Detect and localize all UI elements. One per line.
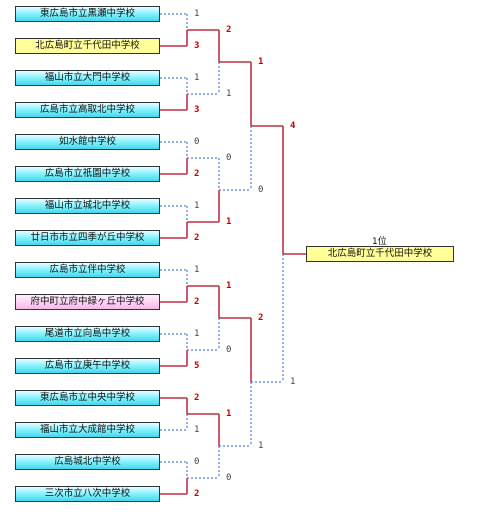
team-box: 福山市立城北中学校	[15, 198, 160, 214]
team-box: 東広島市立中央中学校	[15, 390, 160, 406]
round2-score: 0	[226, 473, 232, 483]
final-score: 1	[290, 377, 296, 387]
champion-title: 1位	[372, 237, 387, 247]
team-box: 福山市立大成館中学校	[15, 422, 160, 438]
team-box: 三次市立八次中学校	[15, 486, 160, 502]
round1-score: 0	[194, 137, 200, 147]
round1-score: 1	[194, 73, 200, 83]
team-box: 尾道市立向島中学校	[15, 326, 160, 342]
team-box: 広島市立高取北中学校	[15, 102, 160, 118]
team-box: 北広島町立千代田中学校	[15, 38, 160, 54]
round2-score: 1	[226, 217, 232, 227]
round1-score: 3	[194, 105, 200, 115]
team-box: 広島市立祇園中学校	[15, 166, 160, 182]
round2-score: 0	[226, 153, 232, 163]
team-box: 福山市立大門中学校	[15, 70, 160, 86]
round1-score: 1	[194, 265, 200, 275]
round2-score: 1	[226, 281, 232, 291]
round1-score: 2	[194, 297, 200, 307]
team-box: 広島市立庚午中学校	[15, 358, 160, 374]
round3-score: 1	[258, 441, 264, 451]
round1-score: 0	[194, 457, 200, 467]
round3-score: 1	[258, 57, 264, 67]
round1-score: 1	[194, 201, 200, 211]
round2-score: 1	[226, 409, 232, 419]
team-box: 府中町立府中緑ヶ丘中学校	[15, 294, 160, 310]
team-box: 廿日市市立四季が丘中学校	[15, 230, 160, 246]
round1-score: 1	[194, 425, 200, 435]
final-score: 4	[290, 121, 296, 131]
round2-score: 0	[226, 345, 232, 355]
team-box: 如水館中学校	[15, 134, 160, 150]
round2-score: 2	[226, 25, 232, 35]
round1-score: 1	[194, 9, 200, 19]
round1-score: 1	[194, 329, 200, 339]
round1-score: 3	[194, 41, 200, 51]
round1-score: 5	[194, 361, 200, 371]
champion-box: 北広島町立千代田中学校	[306, 246, 454, 262]
round1-score: 2	[194, 489, 200, 499]
round1-score: 2	[194, 169, 200, 179]
team-box: 広島城北中学校	[15, 454, 160, 470]
round1-score: 2	[194, 233, 200, 243]
round2-score: 1	[226, 89, 232, 99]
round1-score: 2	[194, 393, 200, 403]
round3-score: 0	[258, 185, 264, 195]
team-box: 東広島市立黒瀬中学校	[15, 6, 160, 22]
round3-score: 2	[258, 313, 264, 323]
team-box: 広島市立伴中学校	[15, 262, 160, 278]
